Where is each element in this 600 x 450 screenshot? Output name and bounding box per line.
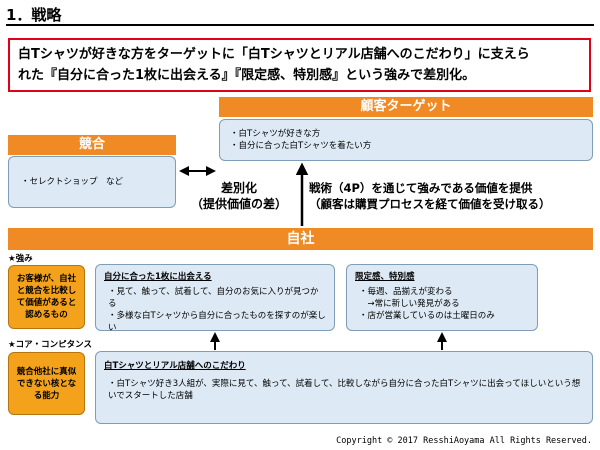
strengths-tag: お客様が、自社と競合を比較して価値があると認めるもの [8,265,85,329]
competitor-header: 競合 [8,135,176,155]
core-tag: 競合他社に真似できない核となる能力 [8,352,85,415]
tactics-label: 戦術（4P）を通じて強みである価値を提供 （顧客は購買プロセスを経て価値を受け取… [305,180,597,212]
strength-panel-limited: 限定感、特別感 ・毎週、品揃えが変わる →常に新しい発見がある ・店が営業してい… [346,264,538,331]
strategy-message-line1: 白Tシャツが好きな方をターゲットに「白Tシャツとリアル店舗へのこだわり」に支えら [18,47,530,62]
target-item-1: ・白Tシャツが好きな方 [230,129,321,139]
competitor-item: ・セレクトショップ など [21,177,124,187]
strategy-message-line2: れた『自分に合った1枚に出会える』『限定感、特別感』という強みで差別化。 [18,68,476,83]
strength-panel-fit-title: 自分に合った1枚に出会える [104,272,212,282]
strength-panel-limited-bullet-3: ・店が営業しているのは土曜日のみ [359,311,495,321]
strength-panel-limited-bullet-2: →常に新しい発見がある [359,299,460,309]
competitor-panel: ・セレクトショップ など [8,156,176,208]
differentiation-subtitle: （提供価値の差） [190,197,287,211]
strengths-label: ★強み [8,254,33,264]
strength-panel-fit-bullet-2: ・多様な白Tシャツから自分に合ったものを探すのが楽しい [108,311,326,333]
differentiation-label: 差別化 （提供価値の差） [178,180,300,212]
page-title: 1．戦略 [6,6,62,24]
company-header: 自社 [8,228,593,250]
target-header: 顧客ターゲット [219,97,593,117]
tactics-line2: （顧客は購買プロセスを経て価値を受け取る） [309,197,551,211]
tactics-line1: 戦術（4P）を通じて強みである価値を提供 [309,181,533,195]
core-label: ★コア・コンピタンス [8,340,92,350]
target-panel: ・白Tシャツが好きな方 ・自分に合った白Tシャツを着たい方 [219,119,593,161]
target-item-2: ・自分に合った白Tシャツを着たい方 [230,141,372,151]
title-divider [6,24,594,26]
strength-panel-limited-title: 限定感、特別感 [355,272,415,282]
strength-panel-fit: 自分に合った1枚に出会える ・見て、触って、試着して、自分のお気に入りが見つかる… [95,264,335,333]
core-panel: 白Tシャツとリアル店舗へのこだわり ・白Tシャツ好き3人組が、実際に見て、触って… [95,351,593,424]
strategy-message: 白Tシャツが好きな方をターゲットに「白Tシャツとリアル店舗へのこだわり」に支えら… [8,38,591,92]
strength-panel-fit-bullet-1: ・見て、触って、試着して、自分のお気に入りが見つかる [108,287,319,309]
core-panel-title: 白Tシャツとリアル店舗へのこだわり [104,361,246,371]
strength-panel-limited-bullet-1: ・毎週、品揃えが変わる [359,287,453,297]
core-panel-bullet-1: ・白Tシャツ好き3人組が、実際に見て、触って、試着して、比較しながら自分に合った… [108,379,581,401]
differentiation-title: 差別化 [220,181,257,195]
copyright: Copyright © 2017 ResshiAoyama All Rights… [336,436,592,446]
